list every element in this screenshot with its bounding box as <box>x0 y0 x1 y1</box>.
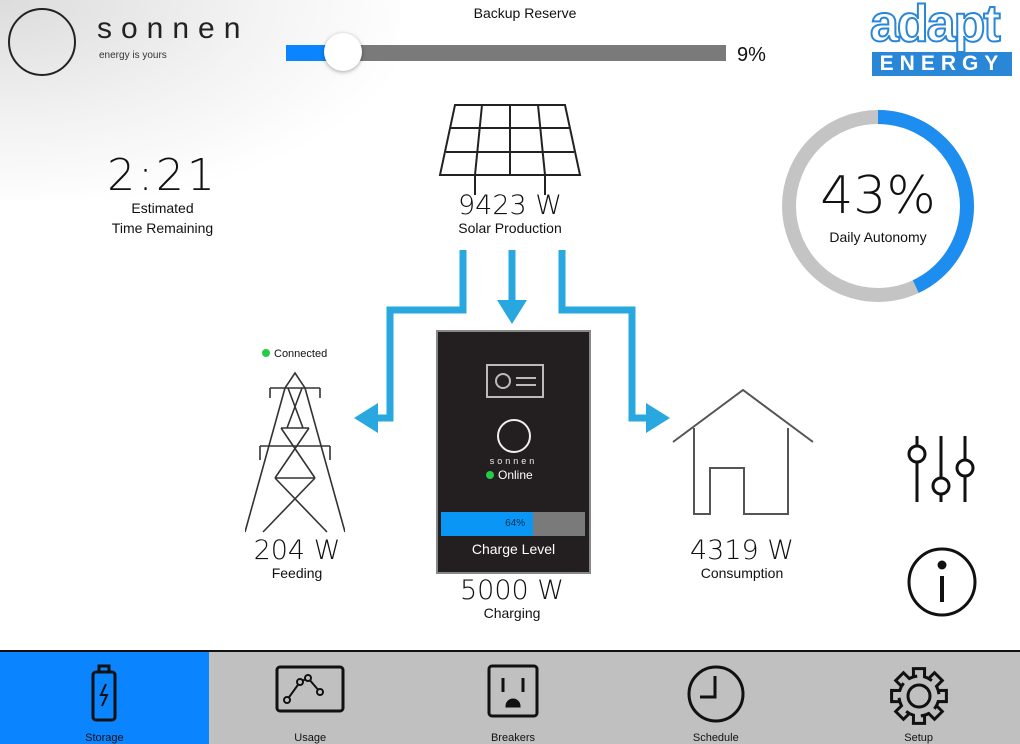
grid-status-dot <box>262 349 270 357</box>
home-label: Consumption <box>700 565 784 581</box>
grid-status: Connected <box>274 348 328 360</box>
home-value: 4319 W <box>690 535 794 566</box>
arrow-left-icon <box>354 403 378 433</box>
tab-usage[interactable]: Usage <box>209 652 412 744</box>
chart-icon <box>275 665 345 713</box>
battery-label: Charging <box>483 605 541 621</box>
charge-bar: 64% <box>441 512 585 536</box>
brand-name: sonnen <box>97 12 250 45</box>
arrow-down-icon <box>497 300 527 324</box>
grid-label: Feeding <box>271 565 323 581</box>
charge-label: Charge Level <box>471 541 556 557</box>
charge-fill: 64% <box>441 512 534 536</box>
solar-value: 9423 W <box>458 190 562 221</box>
backup-reserve-label: Backup Reserve <box>473 5 577 21</box>
tab-storage[interactable]: Storage <box>0 652 209 744</box>
autonomy-ring <box>782 110 974 302</box>
sliders-icon[interactable] <box>904 434 978 504</box>
flow-to-grid <box>370 250 467 422</box>
slider-handle[interactable] <box>324 33 362 71</box>
battery-logo: sonnen <box>489 456 538 466</box>
battery-icon <box>91 664 117 722</box>
clock-icon <box>687 665 745 723</box>
info-icon[interactable] <box>906 546 978 618</box>
brand-tagline: energy is yours <box>99 50 167 61</box>
autonomy-label: Daily Autonomy <box>829 229 927 245</box>
battery-display-icon <box>486 364 544 398</box>
tab-breakers[interactable]: Breakers <box>412 652 615 744</box>
tab-label: Setup <box>904 732 933 744</box>
outlet-icon <box>487 664 539 718</box>
tab-label: Schedule <box>692 732 739 744</box>
solar-label: Solar Production <box>458 220 562 236</box>
tab-label: Storage <box>85 732 124 744</box>
battery-status: Online <box>498 468 533 482</box>
gear-icon <box>889 667 948 725</box>
sonnen-logo-circle-small <box>497 419 531 453</box>
arrow-right-icon <box>646 403 670 433</box>
time-label-1: Estimated <box>131 200 194 216</box>
time-label-2: Time Remaining <box>111 220 214 236</box>
partner-logo-bottom: ENERGY <box>872 52 1012 76</box>
bottom-nav: Storage Usage Breakers Schedule Setup <box>0 650 1020 744</box>
tab-label: Breakers <box>490 732 535 744</box>
power-tower-icon <box>245 371 345 533</box>
solar-panel-icon <box>438 104 582 195</box>
partner-logo-top: adapt <box>869 0 1002 54</box>
tab-label: Usage <box>294 732 327 744</box>
online-dot <box>486 471 494 479</box>
tab-schedule[interactable]: Schedule <box>614 652 817 744</box>
energy-flow-arrows <box>354 250 670 433</box>
autonomy-value: 43% <box>820 166 936 226</box>
grid-value: 204 W <box>253 535 341 566</box>
time-remaining-value: 2:21 <box>107 150 218 201</box>
tab-setup[interactable]: Setup <box>817 652 1020 744</box>
flow-to-home <box>558 250 652 422</box>
battery-unit[interactable]: sonnen Online 64% Charge Level <box>436 330 591 574</box>
sonnen-logo-circle <box>8 8 76 76</box>
house-icon <box>672 388 814 515</box>
battery-value: 5000 W <box>460 575 564 606</box>
backup-reserve-value: 9% <box>737 44 766 66</box>
autonomy-ring-fill <box>782 110 974 302</box>
